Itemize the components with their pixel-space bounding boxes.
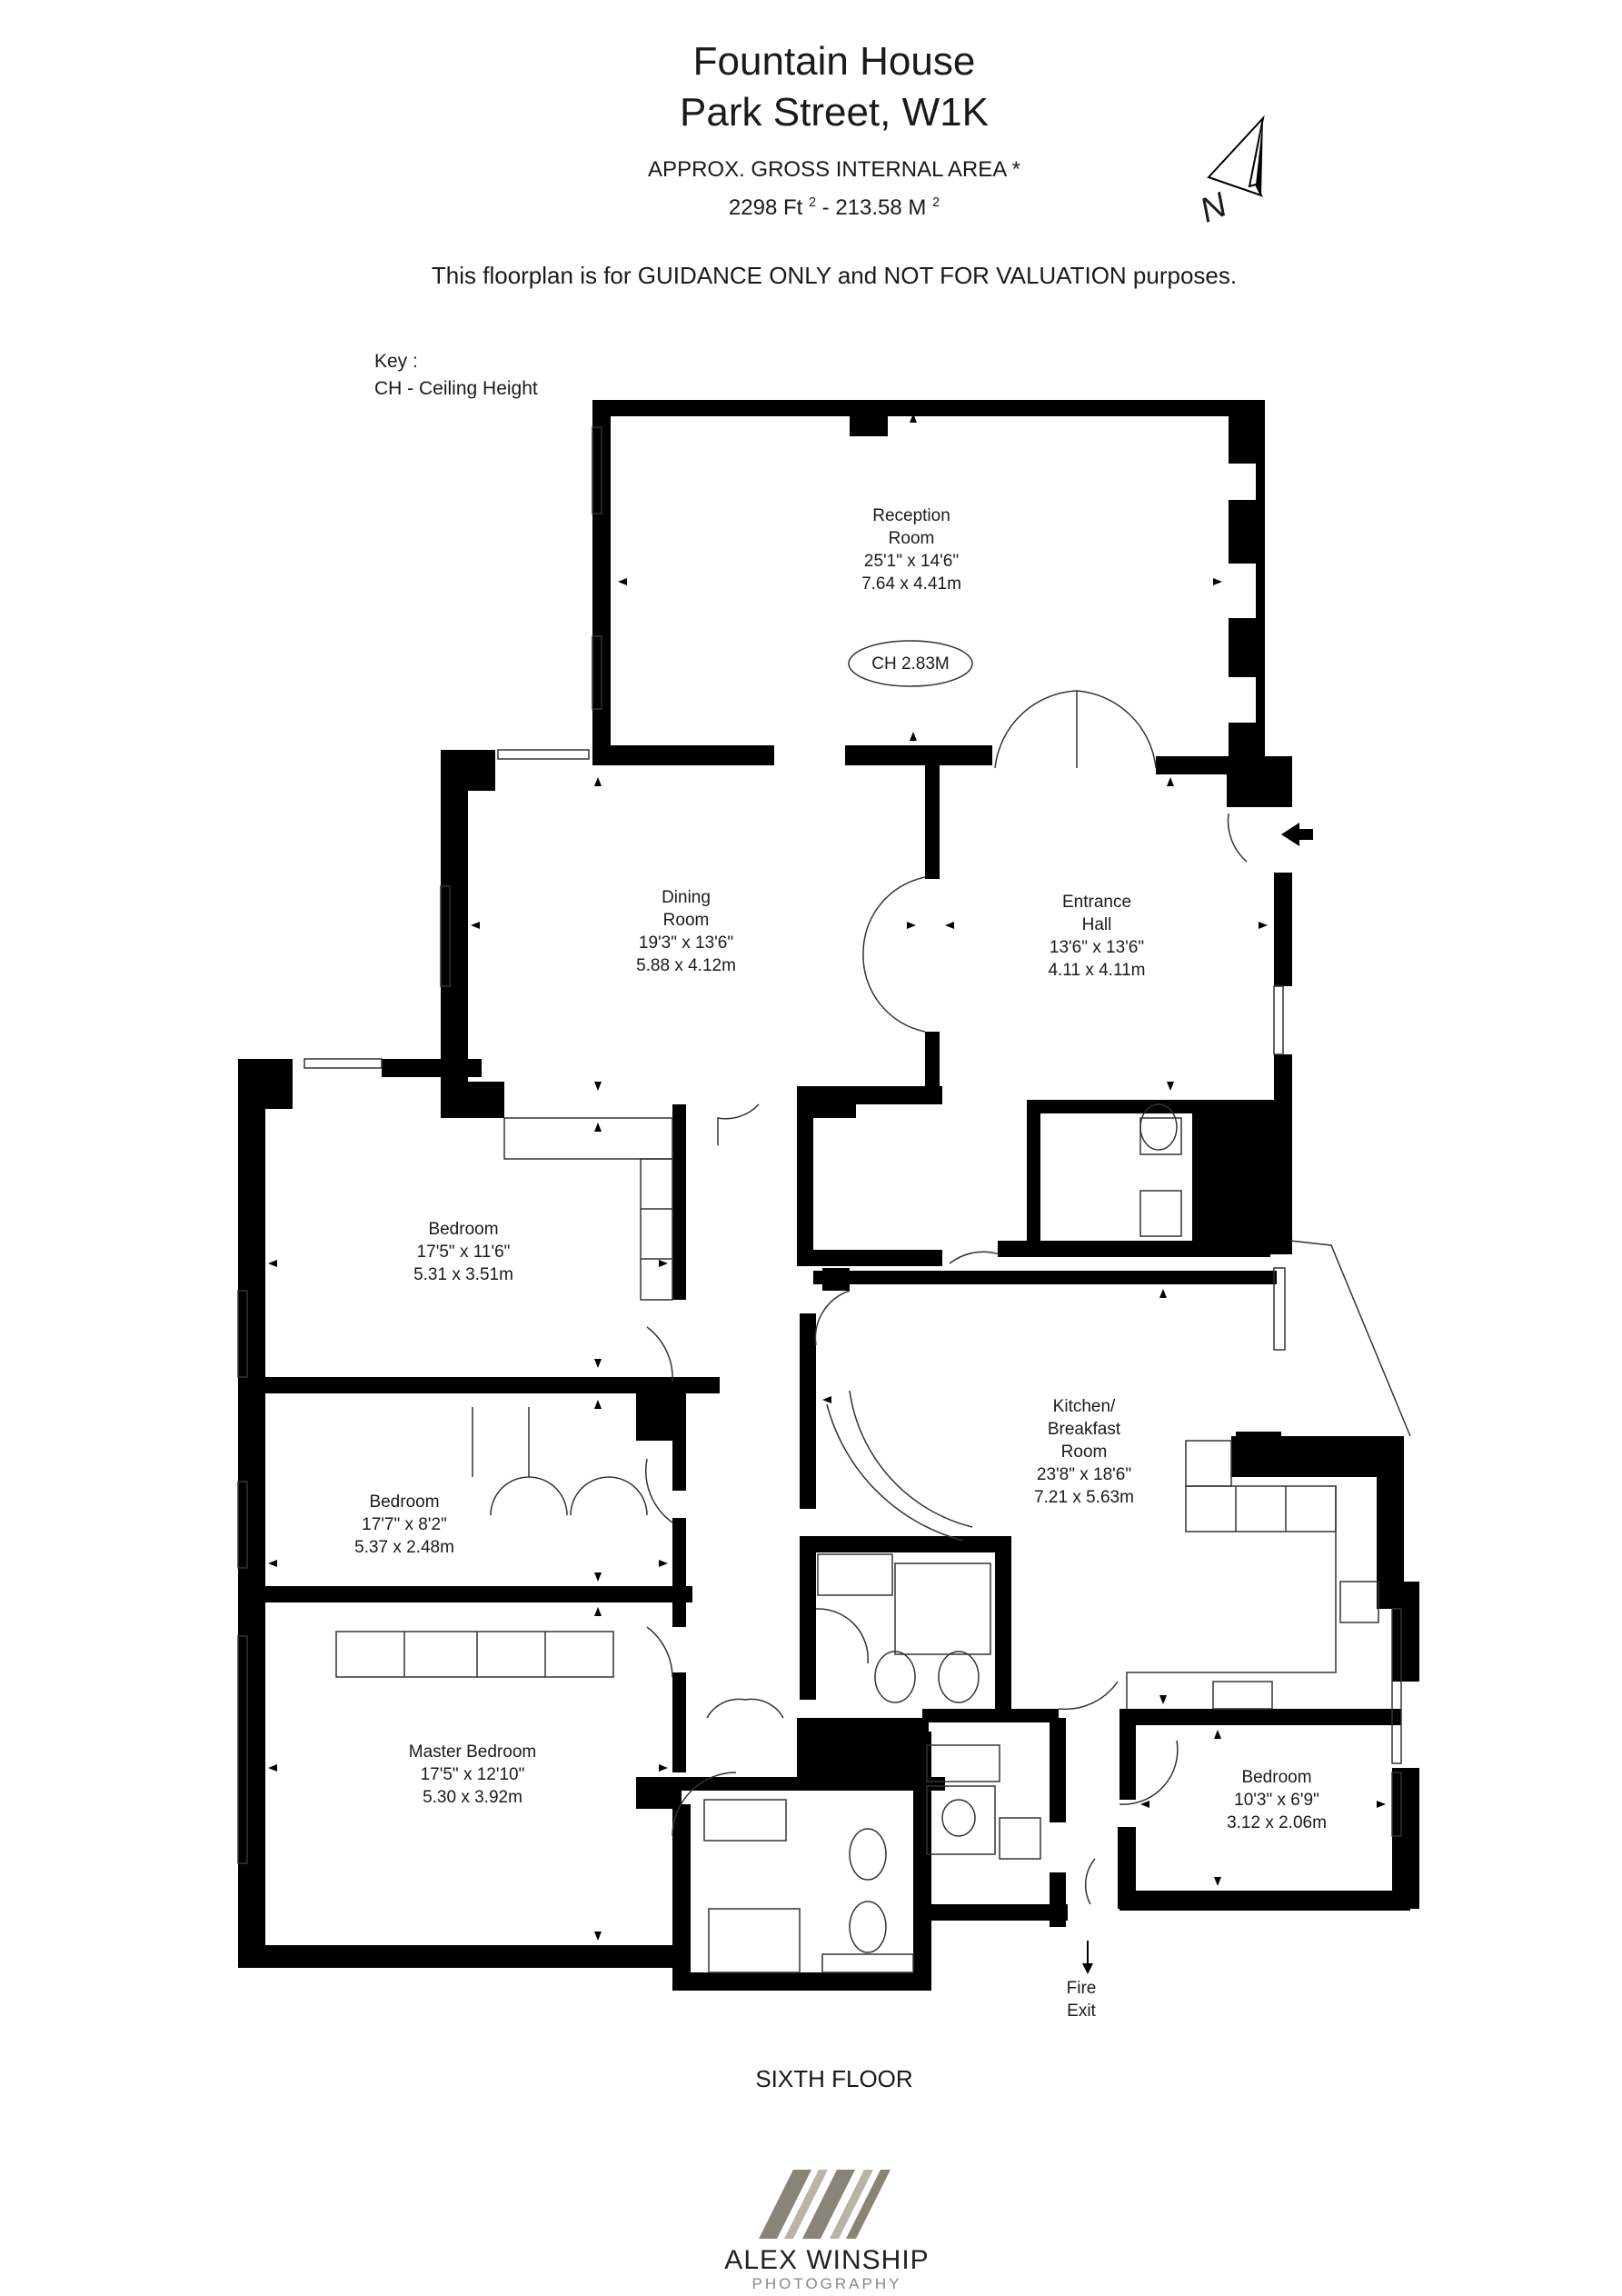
room-name: Room [1060, 1442, 1108, 1462]
room-label-dining: Dining Room 19'3" x 13'6" 5.88 x 4.12m [636, 886, 736, 977]
room-name: Bedroom [428, 1220, 499, 1239]
room-name: Reception [872, 506, 950, 525]
room-size-metric: 4.11 x 4.11m [1048, 961, 1146, 980]
disclaimer: This floorplan is for GUIDANCE ONLY and … [431, 262, 1238, 289]
room-size-metric: 7.64 x 4.41m [861, 574, 961, 594]
room-size-imperial: 17'5" x 11'6" [416, 1243, 511, 1262]
room-size-metric: 5.88 x 4.12m [636, 956, 736, 975]
room-label-kitchen: Kitchen/ Breakfast Room 23'8" x 18'6" 7.… [1034, 1395, 1134, 1509]
floor-label: SIXTH FLOOR [755, 2065, 913, 2092]
room-size-metric: 5.37 x 2.48m [354, 1538, 454, 1557]
area-figures: 2298 Ft 2 - 213.58 M 2 [729, 189, 940, 222]
room-size-imperial: 17'7" x 8'2" [362, 1515, 447, 1534]
room-name: Room [662, 911, 710, 930]
room-size-imperial: 19'3" x 13'6" [638, 933, 734, 953]
key-item: CH - Ceiling Height [374, 378, 538, 399]
key-title: Key : [374, 351, 418, 372]
area-label: APPROX. GROSS INTERNAL AREA * [648, 157, 1020, 182]
room-name: Bedroom [369, 1492, 440, 1512]
area-m-power: 2 [932, 195, 940, 210]
room-size-metric: 7.21 x 5.63m [1034, 1488, 1134, 1507]
alex-winship-logo-icon [759, 2170, 891, 2239]
room-label-bedroom-3: Bedroom 10'3" x 6'9" 3.12 x 2.06m [1227, 1766, 1327, 1834]
wall [592, 400, 611, 754]
room-size-metric: 5.31 x 3.51m [413, 1265, 513, 1284]
area-ft: 2298 Ft [728, 195, 803, 220]
room-name: Kitchen/ [1052, 1397, 1116, 1416]
area-separator: - [821, 195, 830, 220]
room-size-metric: 3.12 x 2.06m [1227, 1813, 1327, 1832]
room-label-bedroom-1: Bedroom 17'5" x 11'6" 5.31 x 3.51m [413, 1218, 513, 1286]
room-label-bedroom-2: Bedroom 17'7" x 8'2" 5.37 x 2.48m [354, 1491, 454, 1559]
room-name: Hall [1081, 915, 1112, 934]
room-size-imperial: 13'6" x 13'6" [1049, 938, 1145, 957]
brand-tagline: PHOTOGRAPHY [751, 2275, 902, 2292]
room-name: Room [888, 529, 935, 548]
property-address: Park Street, W1K [680, 90, 989, 135]
fire-exit-text: Fire [1066, 1979, 1097, 1998]
room-size-metric: 5.30 x 3.92m [423, 1788, 522, 1807]
property-name: Fountain House [692, 39, 976, 84]
room-name: Entrance [1061, 893, 1132, 912]
entrance-arrow-icon [1281, 823, 1313, 846]
room-size-imperial: 23'8" x 18'6" [1036, 1465, 1132, 1484]
fire-exit-text: Exit [1067, 2002, 1096, 2021]
area-m: 213.58 M [835, 195, 927, 220]
room-name: Breakfast [1047, 1420, 1121, 1439]
ceiling-height-badge [848, 640, 973, 687]
room-label-entrance-hall: Entrance Hall 13'6" x 13'6" 4.11 x 4.11m [1048, 891, 1145, 982]
room-label-master-bedroom: Master Bedroom 17'5" x 12'10" 5.30 x 3.9… [409, 1741, 536, 1809]
north-arrow-icon [1207, 115, 1265, 197]
room-size-imperial: 25'1" x 14'6" [863, 552, 960, 571]
fire-exit-label: Fire Exit [1067, 1977, 1097, 2022]
area-ft-power: 2 [808, 195, 816, 210]
room-name: Dining [662, 888, 711, 907]
ceiling-height-label: CH 2.83M [871, 654, 950, 674]
room-size-imperial: 10'3" x 6'9" [1234, 1791, 1319, 1810]
room-name: Master Bedroom [408, 1742, 537, 1762]
room-name: Bedroom [1241, 1768, 1312, 1787]
brand-name: ALEX WINSHIP [724, 2245, 930, 2275]
fire-exit-arrow-icon [1082, 1963, 1093, 1974]
room-size-imperial: 17'5" x 12'10" [420, 1765, 525, 1784]
room-label-reception: Reception Room 25'1" x 14'6" 7.64 x 4.41… [861, 504, 961, 595]
